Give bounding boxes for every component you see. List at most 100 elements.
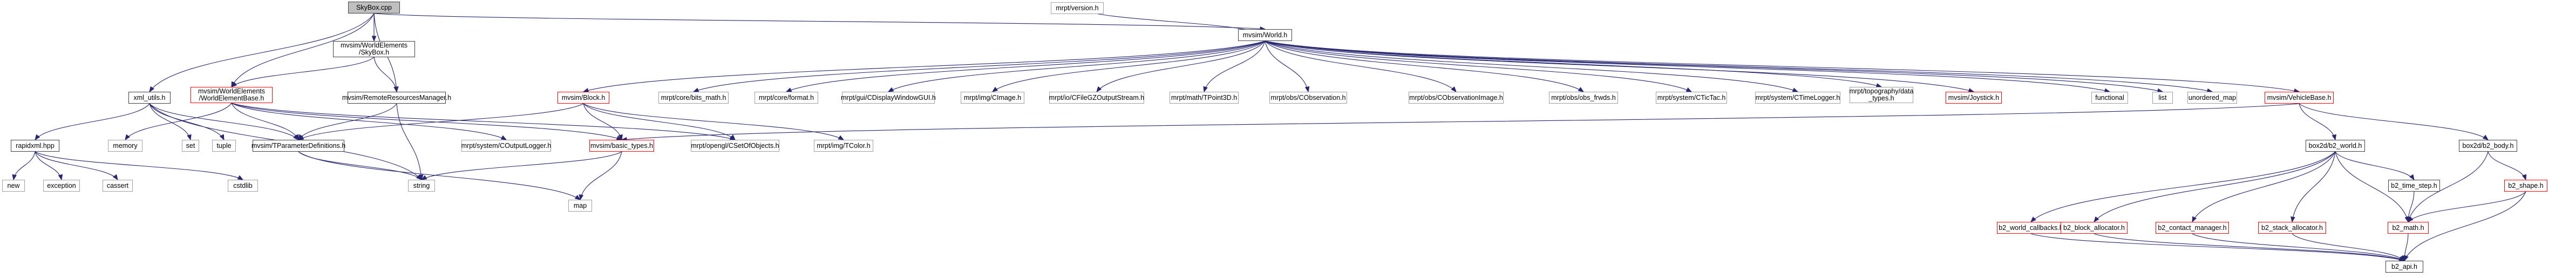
graph-edge-arrowhead <box>2399 255 2405 261</box>
graph-node-exception[interactable]: exception <box>43 180 80 192</box>
graph-edge-arrowhead <box>2332 134 2337 141</box>
graph-edge <box>35 151 62 180</box>
graph-node-tuple[interactable]: tuple <box>212 140 236 152</box>
graph-node-basic_types_h[interactable]: mvsim/basic_types.h <box>589 140 654 152</box>
graph-edge-arrowhead <box>294 134 299 141</box>
graph-edge <box>298 151 581 200</box>
graph-node-map[interactable]: map <box>568 200 592 212</box>
graph-edge-arrowhead <box>297 135 304 140</box>
graph-node-csetofobjects_h[interactable]: mrpt/opengl/CSetOfObjects.h <box>691 140 779 152</box>
graph-node-b2_block_allocator_h[interactable]: b2_block_allocator.h <box>2061 222 2128 234</box>
graph-node-version_h[interactable]: mrpt/version.h <box>1051 2 1104 14</box>
graph-node-format_h[interactable]: mrpt/core/format.h <box>755 92 818 104</box>
graph-node-cdisplaywindowgui_h[interactable]: mrpt/gui/CDisplayWindowGUI.h <box>841 92 936 104</box>
graph-edge-arrowhead <box>371 36 377 42</box>
graph-node-xml_utils_h[interactable]: xml_utils.h <box>128 92 171 104</box>
graph-node-rapidxml_hpp[interactable]: rapidxml.hpp <box>11 140 59 152</box>
graph-edge <box>583 103 736 140</box>
graph-edge-arrowhead <box>2290 216 2295 223</box>
graph-edge-arrowhead <box>416 174 422 180</box>
graph-node-tparamdefs_h[interactable]: mvsim/TParameterDefinitions.h <box>252 140 345 152</box>
graph-node-cfilegzoutputstream_h[interactable]: mrpt/io/CFileGZOutputStream.h <box>1049 92 1144 104</box>
graph-edge-arrowhead <box>2406 216 2411 223</box>
graph-edge <box>1096 40 1266 92</box>
graph-node-unordered_map[interactable]: unordered_map <box>2187 92 2237 104</box>
graph-node-cimage_h[interactable]: mrpt/img/CImage.h <box>961 92 1024 104</box>
graph-node-b2_world_callbacks_h[interactable]: b2_world_callbacks.h <box>1997 222 2065 234</box>
graph-node-tpoint3d_h[interactable]: mrpt/math/TPoint3D.h <box>1170 92 1239 104</box>
graph-node-obs_frwds_h[interactable]: mrpt/obs/obs_frwds.h <box>1549 92 1618 104</box>
graph-edge <box>1265 40 2213 92</box>
graph-edge <box>693 40 1266 92</box>
graph-node-block_h[interactable]: mvsim/Block.h <box>558 92 609 104</box>
graph-edge <box>298 103 397 140</box>
graph-node-functional[interactable]: functional <box>2091 92 2128 104</box>
graph-edge <box>2408 191 2526 222</box>
graph-node-b2_time_step_h[interactable]: b2_time_step.h <box>2388 180 2440 192</box>
graph-node-set[interactable]: set <box>182 140 199 152</box>
graph-edge <box>1204 40 1266 92</box>
graph-edge <box>231 103 622 140</box>
graph-node-ctimelogger_h[interactable]: mrpt/system/CTimeLogger.h <box>1755 92 1840 104</box>
graph-node-b2_shape_h[interactable]: b2_shape.h <box>2504 180 2547 192</box>
graph-node-skybox_cpp[interactable]: SkyBox.cpp <box>348 2 400 13</box>
graph-node-remoteresources_h[interactable]: mvsim/RemoteResourcesManager.h <box>342 92 451 104</box>
graph-edge-arrowhead <box>125 134 130 141</box>
graph-node-world_h[interactable]: mvsim/World.h <box>1238 29 1292 41</box>
graph-node-memory[interactable]: memory <box>108 140 142 152</box>
graph-node-worldelementbase_h[interactable]: mvsim/WorldElements /WorldElementBase.h <box>191 87 273 103</box>
graph-edge-arrowhead <box>393 86 398 93</box>
graph-edge-arrowhead <box>2402 255 2407 262</box>
graph-node-joystick_h[interactable]: mvsim/Joystick.h <box>1946 92 2002 104</box>
graph-node-b2_contact_manager_h[interactable]: b2_contact_manager.h <box>2156 222 2229 234</box>
graph-node-coutputlogger_h[interactable]: mrpt/system/COutputLogger.h <box>461 140 551 152</box>
graph-node-cobservationimage_h[interactable]: mrpt/obs/CObservationImage.h <box>1409 92 1504 104</box>
graph-node-list[interactable]: list <box>2152 92 2173 104</box>
graph-edge-arrowhead <box>1451 86 1457 92</box>
graph-node-b2_api_h[interactable]: b2_api.h <box>2385 261 2423 273</box>
graph-edge-arrowhead <box>2408 216 2414 222</box>
graph-edge-arrowhead <box>1096 86 1102 93</box>
graph-node-b2_body_h[interactable]: box2d/b2_body.h <box>2459 140 2517 152</box>
graph-edge <box>298 151 422 180</box>
graph-edge <box>2299 103 2489 140</box>
graph-edge-arrowhead <box>579 194 584 201</box>
graph-edge <box>2292 151 2336 222</box>
graph-edge-arrowhead <box>2482 134 2489 140</box>
graph-node-cstdlib[interactable]: cstdlib <box>228 180 258 192</box>
graph-edge-arrowhead <box>2398 256 2405 261</box>
graph-edge <box>1265 40 2300 92</box>
graph-node-string[interactable]: string <box>408 180 435 192</box>
graph-edge-arrowhead <box>298 134 303 141</box>
graph-node-ctictac_h[interactable]: mrpt/system/CTicTac.h <box>1656 92 1727 104</box>
graph-edge-arrowhead <box>2094 216 2099 223</box>
graph-edge-arrowhead <box>1304 86 1310 93</box>
graph-edge-arrowhead <box>416 174 422 181</box>
graph-node-vehiclebase_h[interactable]: mvsim/VehicleBase.h <box>2265 92 2334 104</box>
graph-node-cassert[interactable]: cassert <box>103 180 133 192</box>
graph-node-skybox_h[interactable]: mvsim/WorldElements /SkyBox.h <box>333 41 415 57</box>
graph-edge <box>298 103 584 140</box>
graph-node-cobservation_h[interactable]: mrpt/obs/CObservation.h <box>1269 92 1347 104</box>
graph-node-bits_math_h[interactable]: mrpt/core/bits_math.h <box>658 92 729 104</box>
graph-edge <box>1265 40 1882 87</box>
graph-edge <box>580 151 622 200</box>
graph-edge <box>35 151 243 180</box>
graph-node-tcolor_h[interactable]: mrpt/img/TColor.h <box>814 140 873 152</box>
graph-edge-arrowhead <box>187 134 192 141</box>
graph-edge <box>786 40 1266 92</box>
graph-node-b2_stack_allocator_h[interactable]: b2_stack_allocator.h <box>2258 222 2326 234</box>
graph-edge-arrowhead <box>2192 216 2197 223</box>
graph-edge <box>1265 40 1798 92</box>
graph-node-new[interactable]: new <box>2 180 25 192</box>
graph-edge-arrowhead <box>231 81 236 88</box>
graph-edge <box>231 103 736 140</box>
graph-edge-arrowhead <box>991 86 998 92</box>
graph-edge <box>992 40 1266 92</box>
graph-edge <box>35 103 150 140</box>
graph-edge <box>149 103 191 140</box>
graph-node-b2_world_h[interactable]: box2d/b2_world.h <box>2306 140 2365 152</box>
graph-node-topography_h[interactable]: mrpt/topography/data _types.h <box>1849 87 1914 103</box>
graph-node-b2_math_h[interactable]: b2_math.h <box>2388 222 2429 234</box>
